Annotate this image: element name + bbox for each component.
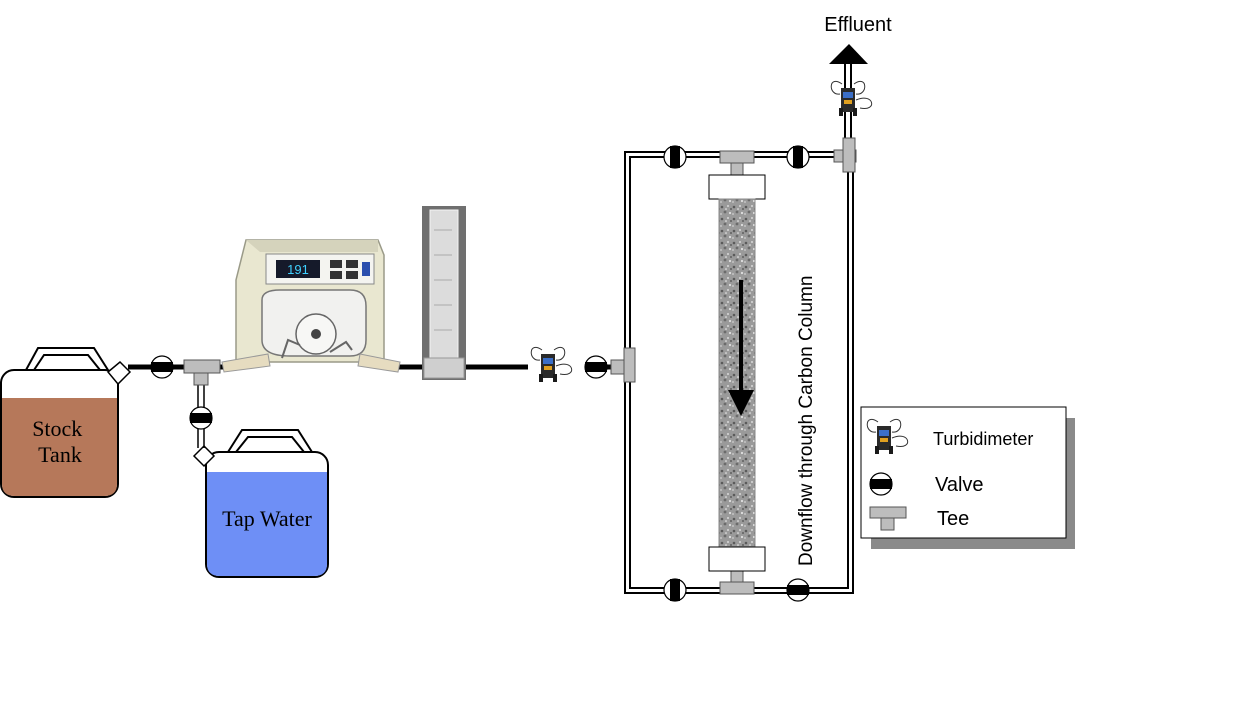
svg-text:191: 191 [287, 262, 309, 277]
stock-tank-label-line2: Tank [38, 442, 82, 467]
flow-arrow-head [728, 390, 754, 416]
legend-label-valve: Valve [935, 474, 984, 496]
tee-top-right-corner [833, 137, 857, 173]
tee-loop-inlet [610, 347, 636, 383]
tap-water-tank: Tap Water [192, 429, 329, 578]
carbon-column [708, 174, 766, 572]
legend: Turbidimeter Valve Tee [860, 406, 1075, 549]
valve-top-right [786, 145, 810, 169]
svg-text:Stock Tank: Stock Tank [32, 416, 88, 467]
legend-label-turbidimeter: Turbidimeter [933, 429, 1033, 449]
tee-top-column [719, 150, 755, 176]
turbidimeter-influent [530, 346, 573, 383]
legend-label-tee: Tee [937, 508, 969, 530]
tee-icon [869, 506, 907, 531]
tap-water-liquid [207, 472, 327, 576]
valve-bottom-right [786, 578, 810, 602]
valve-top-left [663, 145, 687, 169]
graduated-cylinder [422, 206, 466, 380]
tee-bottom-column [719, 569, 755, 595]
stock-liquid [2, 398, 117, 496]
valve-tap-line [189, 406, 213, 430]
tee-junction-feed [183, 359, 221, 386]
valve-stock-line [150, 355, 174, 379]
valve-bottom-left [663, 578, 687, 602]
stock-tank-label-line1: Stock [32, 416, 82, 441]
tap-water-label: Tap Water [222, 506, 312, 531]
column-caption: Downflow through Carbon Column [796, 276, 817, 566]
stock-tank: Stock Tank [0, 347, 132, 498]
valve-icon [869, 472, 893, 496]
valve-influent [584, 355, 608, 379]
peristaltic-pump: 191 [221, 239, 401, 373]
effluent-arrow-icon [829, 44, 868, 64]
effluent-label: Effluent [824, 14, 892, 36]
